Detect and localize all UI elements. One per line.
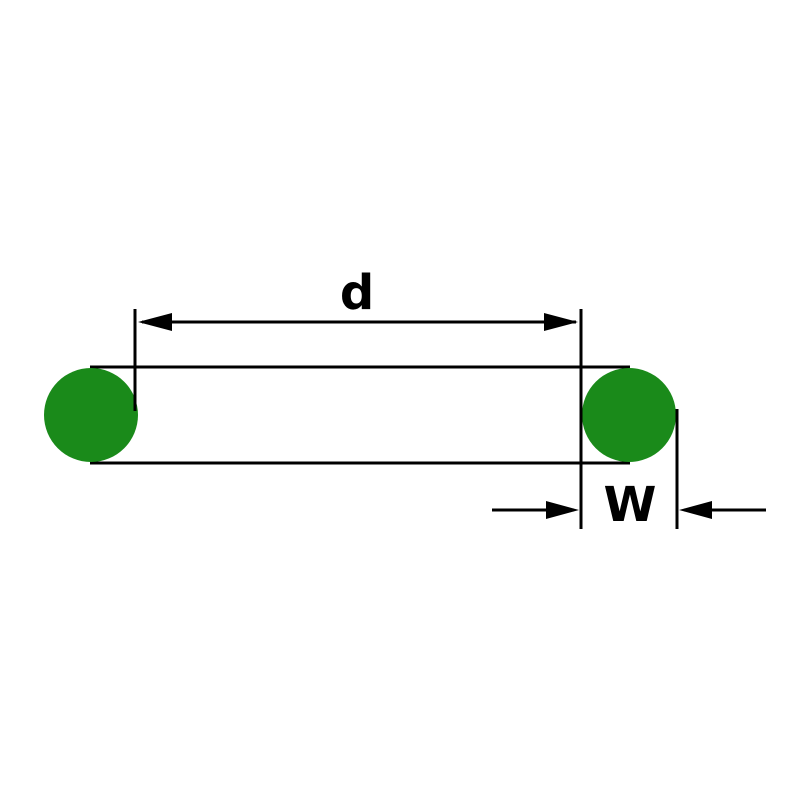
d-right-arrowhead-icon	[544, 313, 578, 331]
cross-section-width-dimension: W	[492, 477, 766, 533]
ring-profile-lines	[90, 365, 630, 465]
left-cross-section-circle	[44, 368, 138, 462]
d-left-arrowhead-icon	[138, 313, 172, 331]
inner-diameter-label: d	[340, 265, 374, 321]
extension-lines	[133, 309, 679, 529]
w-left-arrowhead-icon	[546, 501, 579, 519]
cross-section-width-label: W	[604, 477, 657, 533]
cross-section-circles	[44, 368, 676, 462]
right-cross-section-circle	[582, 368, 676, 462]
inner-diameter-dimension: d	[138, 265, 578, 331]
w-right-arrowhead-icon	[679, 501, 712, 519]
